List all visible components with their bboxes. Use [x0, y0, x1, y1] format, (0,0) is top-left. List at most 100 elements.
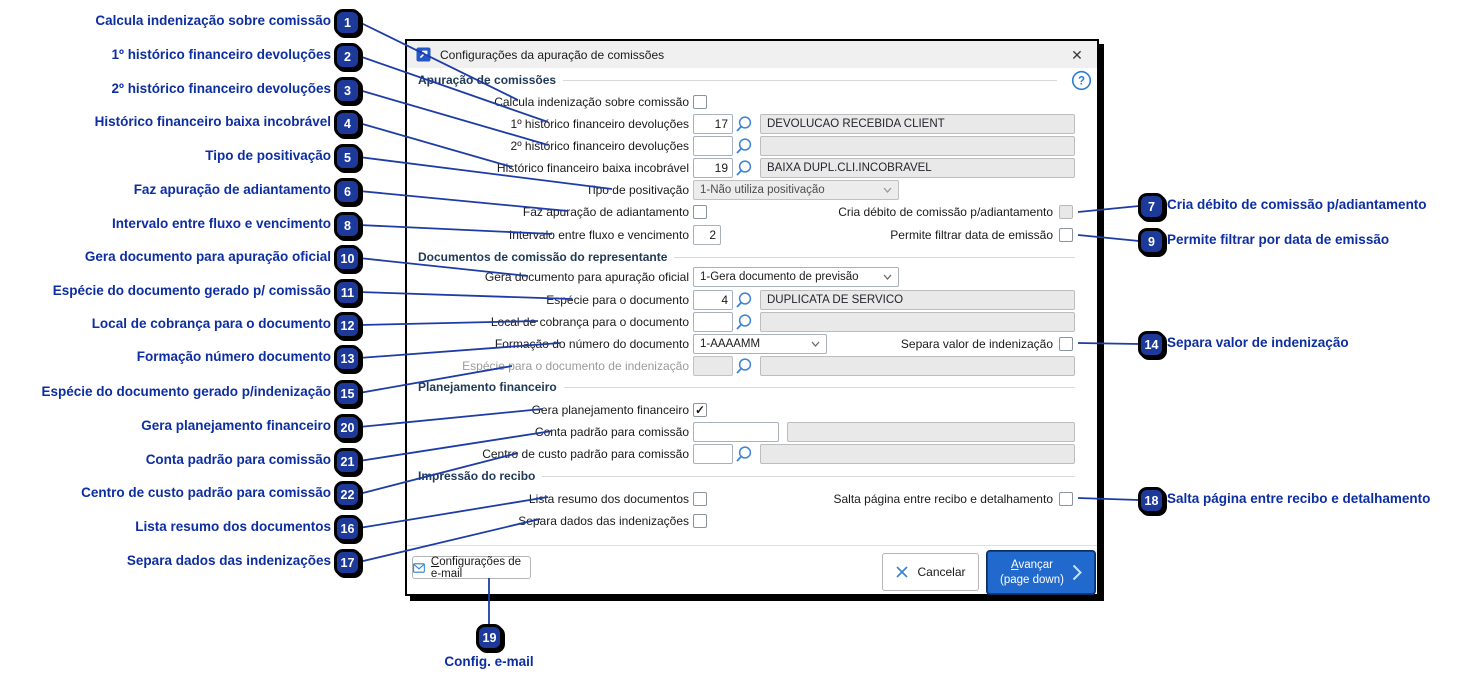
lista-resumo-checkbox[interactable] — [693, 492, 707, 506]
gera-documento-dropdown[interactable]: 1-Gera documento de previsão — [693, 267, 899, 287]
field-label: Intervalo entre fluxo e vencimento — [508, 228, 689, 242]
salta-pagina-checkbox[interactable] — [1059, 492, 1073, 506]
field-label: Centro de custo padrão para comissão — [482, 447, 689, 461]
annotation-circle-19: 19 — [476, 624, 503, 651]
field-row: 1º histórico financeiro devoluções DEVOL… — [407, 113, 1097, 135]
svg-text:?: ? — [1078, 76, 1085, 88]
intervalo-input[interactable] — [693, 225, 721, 245]
field-label: Espécie para o documento de indenização — [462, 359, 689, 373]
dialog-titlebar: Configurações da apuração de comissões — [407, 41, 1097, 68]
advance-button[interactable]: Avançar (page down) — [987, 551, 1095, 594]
field-row: 2º histórico financeiro devoluções — [407, 135, 1097, 157]
footer-divider — [407, 545, 1097, 546]
annotation-label-9: Permite filtrar por data de emissão — [1167, 232, 1390, 247]
magnifier-icon[interactable] — [734, 313, 752, 332]
field-label: Separa valor de indenização — [900, 337, 1053, 351]
annotation-label-5: Tipo de positivação — [205, 148, 331, 163]
field-row: Separa dados das indenizações — [407, 510, 1097, 532]
field-row: Local de cobrança para o documento — [407, 311, 1097, 333]
dialog-title: Configurações da apuração de comissões — [440, 47, 665, 62]
chevron-down-icon — [883, 187, 892, 193]
field-label: 1º histórico financeiro devoluções — [510, 117, 689, 131]
hist1-description-field: DEVOLUCAO RECEBIDA CLIENT — [760, 114, 1075, 134]
centro-custo-code-input[interactable] — [693, 444, 733, 464]
field-label: Gera documento para apuração oficial — [484, 270, 689, 284]
annotation-label-2: 1º histórico financeiro devoluções — [111, 47, 332, 62]
dropdown-value: 1-Gera documento de previsão — [700, 271, 859, 283]
settings-dialog: Configurações da apuração de comissões ✕… — [405, 39, 1099, 596]
annotation-label-22: Centro de custo padrão para comissão — [81, 485, 331, 500]
section-divider — [542, 475, 1075, 477]
field-row: Centro de custo padrão para comissão — [407, 443, 1097, 465]
magnifier-icon[interactable] — [734, 159, 752, 178]
section-divider — [563, 79, 1057, 81]
annotation-circle-8: 8 — [334, 212, 361, 239]
especie-doc-description-field: DUPLICATA DE SERVICO — [760, 290, 1075, 310]
magnifier-icon — [736, 357, 752, 374]
field-label: Espécie para o documento — [546, 293, 689, 307]
magnifier-icon[interactable] — [734, 115, 752, 134]
chevron-right-icon — [1072, 564, 1082, 581]
cria-debito-checkbox — [1059, 205, 1073, 219]
separa-dados-checkbox[interactable] — [693, 514, 707, 528]
field-label: Histórico financeiro baixa incobrável — [496, 161, 689, 175]
hist2-description-field — [760, 136, 1075, 156]
envelope-icon — [413, 562, 425, 573]
annotation-circle-18: 18 — [1138, 487, 1165, 514]
field-label: Cria débito de comissão p/adiantamento — [838, 205, 1053, 219]
cancel-button[interactable]: Cancelar — [882, 553, 979, 591]
field-row: Histórico financeiro baixa incobrável BA… — [407, 157, 1097, 179]
annotation-label-14: Separa valor de indenização — [1167, 335, 1349, 350]
section-documentos: Documentos de comissão do representante — [418, 249, 1075, 265]
formacao-numero-dropdown[interactable]: 1-AAAAMM — [693, 334, 827, 354]
annotation-label-13: Formação número documento — [136, 349, 331, 364]
faz-apuracao-checkbox[interactable] — [693, 205, 707, 219]
hist2-code-input[interactable] — [693, 136, 733, 156]
field-label: Lista resumo dos documentos — [528, 492, 689, 506]
field-row: Gera planejamento financeiro ✓ — [407, 399, 1097, 421]
hist-baixa-code-input[interactable] — [693, 158, 733, 178]
field-row: Formação do número do documento 1-AAAAMM… — [407, 333, 1097, 355]
local-cobranca-description-field — [760, 312, 1075, 332]
magnifier-icon[interactable] — [734, 445, 752, 464]
annotation-circle-20: 20 — [334, 414, 361, 441]
section-title: Documentos de comissão do representante — [418, 250, 668, 264]
local-cobranca-code-input[interactable] — [693, 312, 733, 332]
annotation-circle-22: 22 — [334, 481, 361, 508]
hist-baixa-description-field: BAIXA DUPL.CLI.INCOBRAVEL — [760, 158, 1075, 178]
annotation-circle-6: 6 — [334, 178, 361, 205]
annotation-label-4: Histórico financeiro baixa incobrável — [94, 114, 331, 129]
magnifier-icon[interactable] — [734, 137, 752, 156]
annotation-circle-1: 1 — [334, 9, 361, 36]
external-link-icon — [416, 47, 431, 62]
annotation-circle-16: 16 — [334, 515, 361, 542]
permite-filtrar-checkbox[interactable] — [1059, 228, 1073, 242]
section-planejamento: Planejamento financeiro — [418, 379, 1075, 395]
email-settings-button[interactable]: Configurações de e-mail — [412, 556, 531, 580]
annotation-circle-3: 3 — [334, 77, 361, 104]
centro-custo-description-field — [760, 444, 1075, 464]
magnifier-icon[interactable] — [734, 291, 752, 310]
annotation-circle-15: 15 — [334, 380, 361, 407]
calcula-indenizacao-checkbox[interactable] — [693, 95, 707, 109]
annotation-circle-4: 4 — [334, 110, 361, 137]
field-row: Calcula indenização sobre comissão — [407, 91, 1097, 113]
field-row: Espécie para o documento de indenização — [407, 355, 1097, 377]
right-option: Salta página entre recibo e detalhamento — [707, 488, 1073, 510]
field-label: 2º histórico financeiro devoluções — [510, 139, 689, 153]
hist1-code-input[interactable] — [693, 114, 733, 134]
section-title: Planejamento financeiro — [418, 380, 557, 394]
field-label: Local de cobrança para o documento — [490, 315, 689, 329]
field-row: Intervalo entre fluxo e vencimento Permi… — [407, 224, 1097, 246]
conta-padrao-input[interactable] — [693, 422, 779, 442]
separa-valor-checkbox[interactable] — [1059, 337, 1073, 351]
field-label: Conta padrão para comissão — [534, 425, 689, 439]
close-icon[interactable]: ✕ — [1071, 46, 1083, 63]
cancel-label: Cancelar — [917, 565, 966, 579]
especie-indenizacao-description-field — [760, 356, 1075, 376]
help-icon[interactable]: ? — [1071, 70, 1092, 91]
field-row: Faz apuração de adiantamento Cria débito… — [407, 201, 1097, 223]
annotation-circle-17: 17 — [334, 549, 361, 576]
gera-planejamento-checkbox[interactable]: ✓ — [693, 403, 707, 417]
especie-doc-code-input[interactable] — [693, 290, 733, 310]
